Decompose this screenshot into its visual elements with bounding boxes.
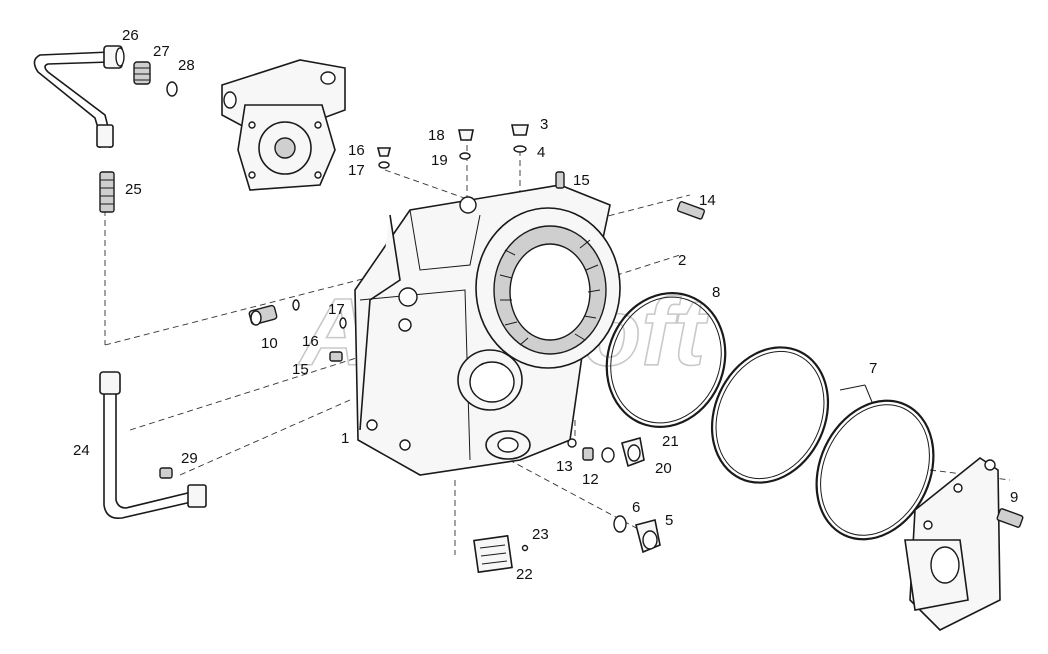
callout-9: 9 [1010,489,1018,506]
callout-18: 18 [428,127,445,144]
fitting-14 [676,201,706,220]
callout-17-left: 17 [328,301,345,318]
callout-2: 2 [678,252,686,269]
plug-20 [621,436,645,468]
callout-8: 8 [712,284,720,301]
callout-27: 27 [153,43,170,60]
callout-20: 20 [655,460,672,477]
screw-12 [582,447,594,461]
callout-16-left: 16 [302,333,319,350]
gear-ring-flange [475,207,621,369]
washer-21 [601,447,615,463]
callout-24: 24 [73,442,90,459]
end-cover-assembly [904,457,1001,631]
callout-16-top: 16 [348,142,365,159]
washer-19 [459,152,471,160]
plug-16-top [376,147,392,157]
callout-15-top: 15 [573,172,590,189]
plug-5 [635,519,661,554]
pipe-upper [33,51,115,213]
callout-6: 6 [632,499,640,516]
callout-17-top: 17 [348,162,365,179]
callout-25: 25 [125,181,142,198]
fitting-26 [103,45,125,69]
callout-7: 7 [869,360,877,377]
o-ring-8 [605,291,727,429]
plate-22 [473,534,513,574]
fitting-15-top [555,171,565,189]
callout-10: 10 [261,335,278,352]
fitting-29 [159,467,173,479]
washer-6 [613,515,627,533]
callout-26: 26 [122,27,139,44]
fitting-15-left [329,351,343,362]
plug-18 [458,129,474,141]
callout-13: 13 [556,458,573,475]
callout-14: 14 [699,192,716,209]
washer-28 [166,81,178,97]
washer-17-top [378,161,390,169]
seal-ring-7b [815,399,935,541]
callout-21: 21 [662,433,679,450]
callout-23: 23 [532,526,549,543]
callout-1: 1 [341,430,349,447]
pipe-24 [99,371,207,520]
bolt-9 [996,508,1024,528]
callout-4: 4 [537,144,545,161]
callout-5: 5 [665,512,673,529]
seal-ring-7a [710,346,830,484]
washer-4 [513,145,527,153]
callout-15-left: 15 [292,361,309,378]
callout-labels: 1 2 3 4 5 6 7 8 9 10 12 13 14 15 15 16 1… [73,27,1018,583]
callout-29: 29 [181,450,198,467]
washer-17-left [339,317,347,329]
pump-assembly [221,59,346,191]
callout-22: 22 [516,566,533,583]
fitting-10 [248,304,278,326]
rivet-23 [521,544,529,552]
fitting-27 [133,61,151,85]
callout-12: 12 [582,471,599,488]
callout-19: 19 [431,152,448,169]
washer-16-left [292,299,300,311]
callout-28: 28 [178,57,195,74]
callout-3: 3 [540,116,548,133]
plug-3 [511,124,529,136]
washer-13 [567,438,577,448]
